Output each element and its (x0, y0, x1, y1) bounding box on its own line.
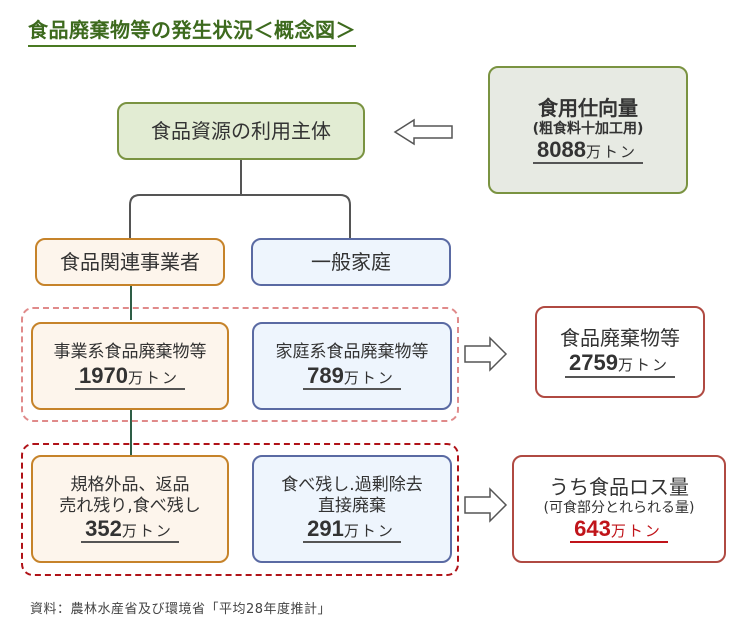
food-supply-unit: 万トン (585, 143, 637, 162)
business-loss-number: 352 (85, 516, 122, 542)
diagram-title: 食品廃棄物等の発生状況＜概念図＞ (28, 14, 356, 47)
business-waste-box: 事業系食品廃棄物等 1970万トン (31, 322, 229, 410)
business-waste-number: 1970 (79, 362, 128, 388)
total-waste-box: 食品廃棄物等 2759万トン (535, 306, 705, 398)
business-loss-line1: 規格外品、返品 (70, 474, 190, 495)
total-waste-unit: 万トン (617, 356, 669, 375)
total-waste-number: 2759 (569, 350, 618, 376)
households-box: 一般家庭 (251, 238, 451, 286)
source-note: 資料：農林水産省及び環境省「平均28年度推計」 (30, 602, 332, 617)
total-loss-sublabel: (可食部分とれられる量) (543, 499, 695, 516)
total-loss-label: うち食品ロス量 (549, 474, 689, 499)
food-supply-box: 食用仕向量 (粗食料十加工用) 8088万トン (488, 66, 688, 194)
right-arrow-icon (464, 487, 508, 523)
right-arrow-icon (464, 336, 508, 372)
left-arrow-icon (393, 118, 453, 146)
households-label: 一般家庭 (311, 249, 391, 274)
household-loss-amount: 291万トン (303, 516, 401, 544)
food-supply-label: 食用仕向量 (538, 95, 638, 120)
business-loss-amount: 352万トン (81, 516, 179, 544)
household-waste-label: 家庭系食品廃棄物等 (275, 342, 429, 363)
business-waste-label: 事業系食品廃棄物等 (53, 342, 207, 363)
food-businesses-box: 食品関連事業者 (35, 238, 225, 286)
food-supply-amount: 8088万トン (533, 137, 643, 165)
total-waste-amount: 2759万トン (565, 350, 675, 378)
food-supply-number: 8088 (537, 137, 586, 163)
household-loss-box: 食べ残し.過剰除去 直接廃棄 291万トン (252, 455, 452, 563)
total-loss-box: うち食品ロス量 (可食部分とれられる量) 643万トン (512, 455, 726, 563)
household-loss-line1: 食べ残し.過剰除去 (281, 474, 423, 495)
business-loss-unit: 万トン (121, 522, 173, 541)
business-loss-line2: 売れ残り,食べ残し (59, 495, 201, 516)
waste-group-frame (21, 307, 459, 422)
household-waste-amount: 789万トン (303, 362, 401, 390)
household-loss-number: 291 (307, 516, 344, 542)
total-waste-label: 食品廃棄物等 (560, 326, 680, 351)
business-waste-amount: 1970万トン (75, 362, 185, 390)
household-waste-box: 家庭系食品廃棄物等 789万トン (252, 322, 452, 410)
total-loss-amount: 643万トン (570, 516, 668, 544)
food-resource-users-box: 食品資源の利用主体 (117, 102, 365, 160)
household-waste-number: 789 (307, 362, 344, 388)
total-loss-number: 643 (574, 516, 611, 542)
food-supply-sublabel: (粗食料十加工用) (532, 120, 644, 137)
business-waste-unit: 万トン (127, 368, 179, 387)
business-loss-box: 規格外品、返品 売れ残り,食べ残し 352万トン (31, 455, 229, 563)
food-resource-users-label: 食品資源の利用主体 (151, 118, 331, 143)
food-businesses-label: 食品関連事業者 (60, 249, 200, 274)
food-loss-group-frame (21, 443, 459, 576)
total-loss-unit: 万トン (610, 522, 662, 541)
household-waste-unit: 万トン (343, 368, 395, 387)
household-loss-unit: 万トン (343, 522, 395, 541)
household-loss-line2: 直接廃棄 (318, 495, 386, 516)
